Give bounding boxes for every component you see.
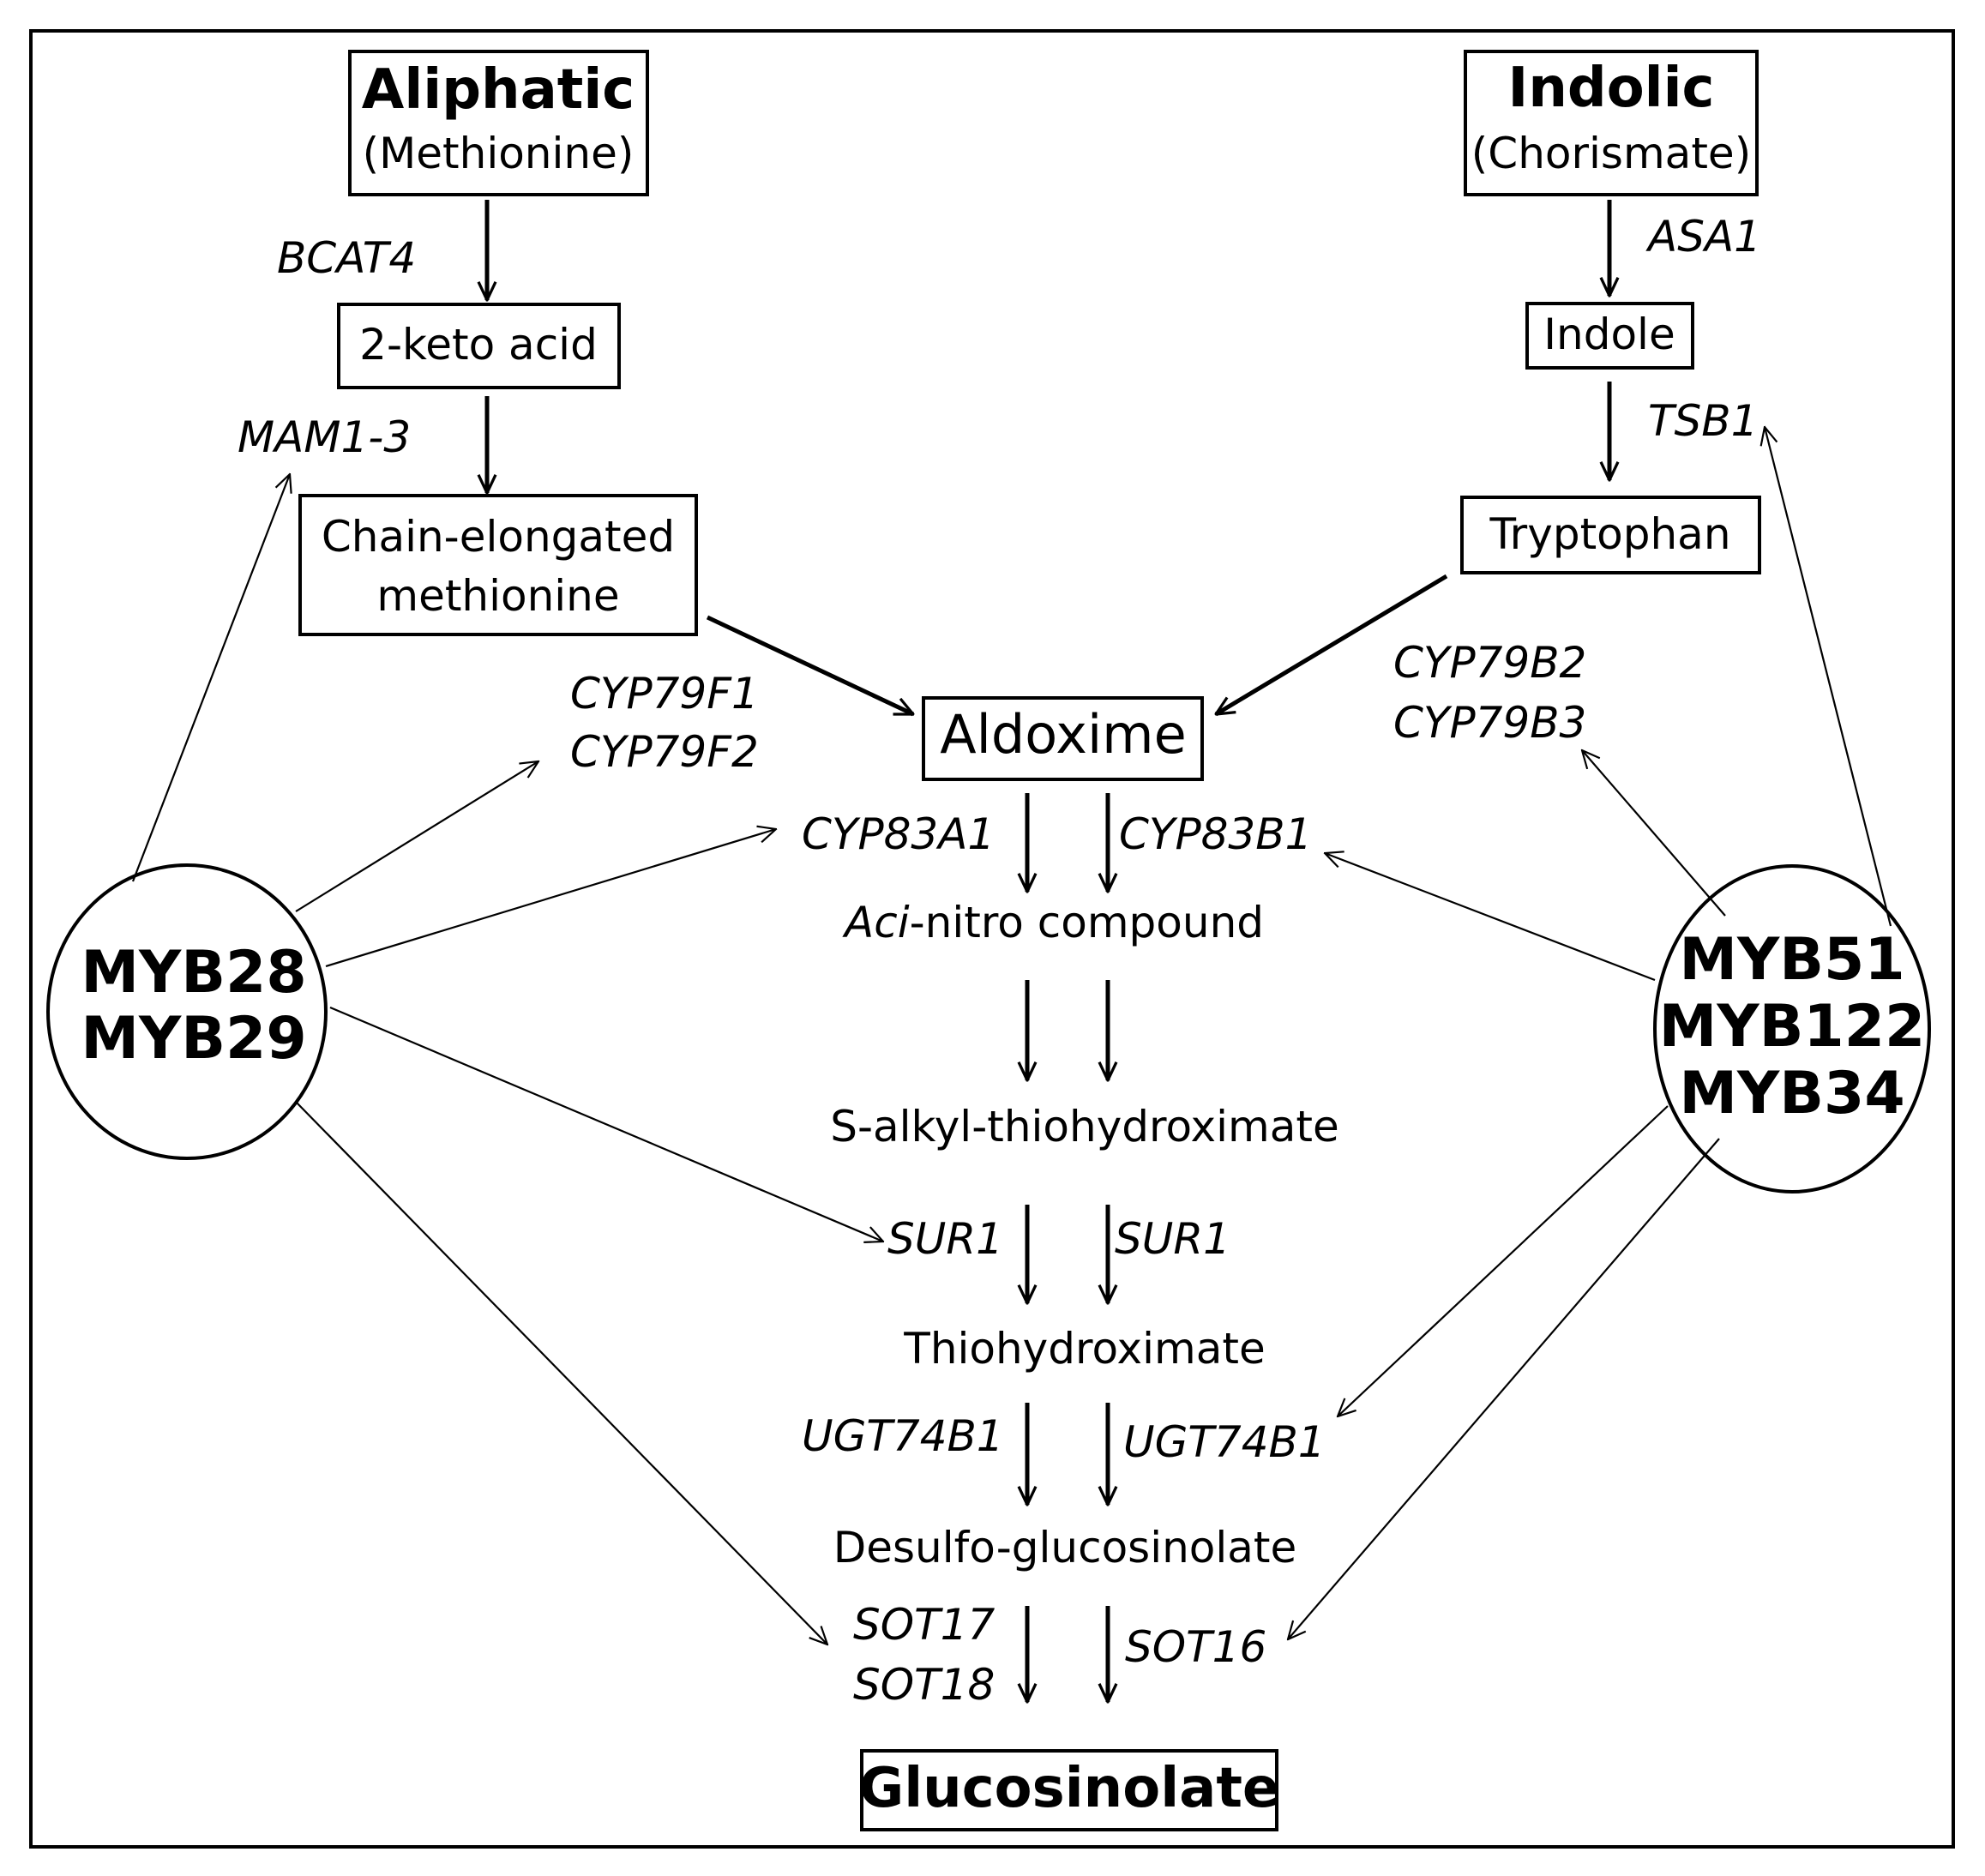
aliphatic-box (348, 50, 649, 196)
gene-cyp79f2: CYP79F2 (570, 727, 759, 777)
arrow-tryptophan-to-aldoxime (1216, 574, 1448, 717)
indolic-title: Indolic (1508, 57, 1715, 120)
tryptophan-box (1460, 496, 1761, 574)
chain-elongated-box (298, 494, 698, 636)
aliphatic-title: Aliphatic (362, 58, 635, 122)
myb122-label: MYB122 (1659, 993, 1926, 1061)
reg-right-to-cyp79b (1582, 750, 1726, 917)
gene-sur1-right: SUR1 (1115, 1214, 1230, 1264)
aldoxime-box (922, 696, 1204, 781)
gene-cyp83b1: CYP83B1 (1119, 809, 1312, 859)
keto-acid-box (337, 303, 621, 389)
reg-left-to-sur1 (329, 1006, 883, 1242)
myb-left-ellipse (46, 863, 328, 1160)
aci-nitro-label: Aci-nitro compound (842, 898, 1264, 947)
chain-elongated-label-1: Chain-elongated (322, 512, 675, 562)
indolic-subtitle: (Chorismate) (1471, 129, 1751, 178)
gene-cyp79b2: CYP79B2 (1393, 638, 1586, 688)
reg-left-to-cyp79f (295, 761, 538, 912)
gene-cyp83a1: CYP83A1 (802, 809, 995, 859)
glucosinolate-box (860, 1749, 1278, 1831)
myb34-label: MYB34 (1679, 1060, 1904, 1127)
myb28-label: MYB28 (81, 939, 306, 1007)
reg-right-to-sot16 (1288, 1138, 1720, 1639)
reg-right-to-ugt74b1 (1338, 1105, 1669, 1416)
gene-sur1-left: SUR1 (887, 1214, 1003, 1264)
arrow-chain-to-aldoxime (706, 615, 913, 717)
gene-mam1-3: MAM1-3 (238, 412, 411, 462)
gene-sot16: SOT16 (1125, 1622, 1266, 1672)
indole-label: Indole (1543, 310, 1675, 359)
thiohydroximate-label: Thiohydroximate (903, 1324, 1265, 1374)
indole-box (1525, 302, 1694, 370)
gene-tsb1: TSB1 (1648, 396, 1758, 446)
s-alkyl-thiohydroximate-label: S-alkyl-thiohydroximate (830, 1102, 1339, 1151)
gene-cyp79f1: CYP79F1 (570, 669, 759, 719)
tryptophan-label: Tryptophan (1489, 509, 1730, 559)
gene-ugt74b1-left: UGT74B1 (802, 1411, 1004, 1461)
myb51-label: MYB51 (1679, 926, 1904, 994)
gene-ugt74b1-right: UGT74B1 (1123, 1417, 1326, 1467)
reg-left-to-cyp83a1 (325, 829, 776, 968)
outer-frame (29, 29, 1955, 1849)
indolic-box (1464, 50, 1759, 196)
gene-asa1: ASA1 (1645, 212, 1761, 262)
keto-acid-label: 2-keto acid (359, 320, 598, 370)
glucosinolate-label: Glucosinolate (859, 1757, 1280, 1820)
gene-sot18: SOT18 (853, 1660, 995, 1710)
myb-right-ellipse (1653, 864, 1931, 1194)
reg-right-to-cyp83b1 (1325, 853, 1656, 982)
reg-right-to-tsb1 (1765, 427, 1892, 927)
desulfo-glucosinolate-label: Desulfo-glucosinolate (833, 1523, 1297, 1572)
gene-cyp79b3: CYP79B3 (1393, 698, 1586, 748)
reg-left-to-mam (131, 474, 290, 882)
chain-elongated-label-2: methionine (376, 571, 619, 621)
gene-sot17: SOT17 (853, 1600, 995, 1650)
aliphatic-subtitle: (Methionine) (363, 129, 635, 178)
myb29-label: MYB29 (81, 1005, 306, 1073)
reg-left-to-sot17 (295, 1101, 827, 1645)
aldoxime-label: Aldoxime (940, 703, 1186, 766)
gene-bcat4: BCAT4 (277, 233, 416, 283)
